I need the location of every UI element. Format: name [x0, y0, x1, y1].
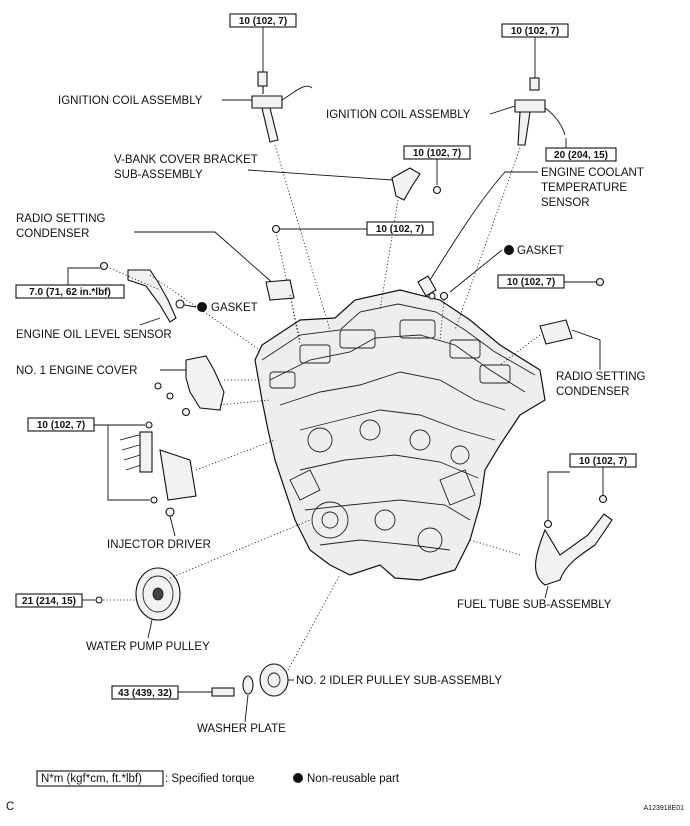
- legend-unit-text: : Specified torque: [165, 773, 255, 785]
- label-fuel-tube: FUEL TUBE SUB-ASSEMBLY: [457, 599, 612, 611]
- label-ignition-coil-right: IGNITION COIL ASSEMBLY: [326, 109, 471, 121]
- label-radio-left-line1: RADIO SETTING: [16, 213, 106, 225]
- label-coolant-line2: TEMPERATURE: [541, 182, 627, 194]
- label-radio-right-line2: CONDENSER: [556, 386, 629, 398]
- label-gasket-right: GASKET: [517, 245, 564, 257]
- center-bolt: 10 (102, 7): [271, 221, 434, 341]
- label-gasket-left: GASKET: [211, 302, 258, 314]
- gasket-right: GASKET: [449, 245, 564, 293]
- filled-circle-icon: [197, 302, 207, 312]
- label-engine-cover: NO. 1 ENGINE COVER: [16, 365, 137, 377]
- torque-coil-right-nut: 20 (204, 15): [554, 150, 608, 161]
- engine-cover: NO. 1 ENGINE COVER: [16, 355, 271, 417]
- label-water-pump-pulley: WATER PUMP PULLEY: [86, 641, 210, 653]
- label-vbank-line2: SUB-ASSEMBLY: [114, 169, 203, 181]
- legend: N*m (kgf*cm, ft.*lbf) : Specified torque…: [36, 770, 400, 787]
- torque-fuel-tube: 10 (102, 7): [579, 456, 627, 467]
- ignition-coil-left: 10 (102, 7) IGNITION COIL ASSEMBLY: [58, 13, 331, 331]
- filled-circle-icon: [504, 245, 514, 255]
- torque-coil-right: 10 (102, 7): [511, 26, 559, 37]
- footer-code: C: [6, 801, 14, 813]
- engine-block: [254, 289, 546, 581]
- fuel-tube: 10 (102, 7) FUEL TUBE SUB-ASSEMBLY: [457, 453, 637, 611]
- vbank-cover-bracket: V-BANK COVER BRACKET SUB-ASSEMBLY 10 (10…: [114, 145, 471, 311]
- torque-coil-left: 10 (102, 7): [239, 16, 287, 27]
- label-oil-level-sensor: ENGINE OIL LEVEL SENSOR: [16, 329, 172, 341]
- injector-driver: 10 (102, 7) INJECTOR DRIVER: [27, 417, 276, 551]
- torque-injector-driver: 10 (102, 7): [37, 420, 85, 431]
- legend-unit-box: N*m (kgf*cm, ft.*lbf): [41, 773, 142, 785]
- legend-nonreusable: Non-reusable part: [307, 773, 400, 785]
- idler-pulley: 43 (439, 32) NO. 2 IDLER PULLEY SUB-ASSE…: [111, 574, 502, 735]
- torque-water-pump: 21 (214, 15): [22, 596, 76, 607]
- footer-figure-id: A123918E01: [644, 805, 685, 812]
- torque-idler: 43 (439, 32): [118, 688, 172, 699]
- engine-oil-level-sensor: 7.0 (71, 62 in.*lbf) GASKET ENGINE OIL L…: [15, 261, 261, 351]
- torque-oil-sensor: 7.0 (71, 62 in.*lbf): [29, 287, 111, 298]
- filled-circle-icon: [293, 773, 303, 783]
- label-coolant-line1: ENGINE COOLANT: [541, 167, 644, 179]
- label-radio-right-line1: RADIO SETTING: [556, 371, 646, 383]
- label-ignition-coil-left: IGNITION COIL ASSEMBLY: [58, 95, 203, 107]
- radio-condenser-left: RADIO SETTING CONDENSER: [16, 213, 301, 346]
- radio-condenser-right: 10 (102, 7) RADIO SETTING CONDENSER: [497, 274, 646, 398]
- torque-center-bolt: 10 (102, 7): [376, 224, 424, 235]
- ignition-coil-right: 10 (102, 7) IGNITION COIL ASSEMBLY 20 (2…: [326, 23, 617, 331]
- torque-bracket: 10 (102, 7): [413, 148, 461, 159]
- torque-condenser-right: 10 (102, 7): [507, 277, 555, 288]
- label-washer-plate: WASHER PLATE: [197, 723, 286, 735]
- coolant-temperature-sensor: ENGINE COOLANT TEMPERATURE SENSOR: [417, 167, 644, 341]
- label-idler-pulley: NO. 2 IDLER PULLEY SUB-ASSEMBLY: [296, 675, 502, 687]
- label-vbank-line1: V-BANK COVER BRACKET: [114, 154, 258, 166]
- label-radio-left-line2: CONDENSER: [16, 228, 89, 240]
- label-coolant-line3: SENSOR: [541, 197, 590, 209]
- label-injector-driver: INJECTOR DRIVER: [107, 539, 211, 551]
- water-pump-pulley: 21 (214, 15) WATER PUMP PULLEY: [15, 519, 311, 653]
